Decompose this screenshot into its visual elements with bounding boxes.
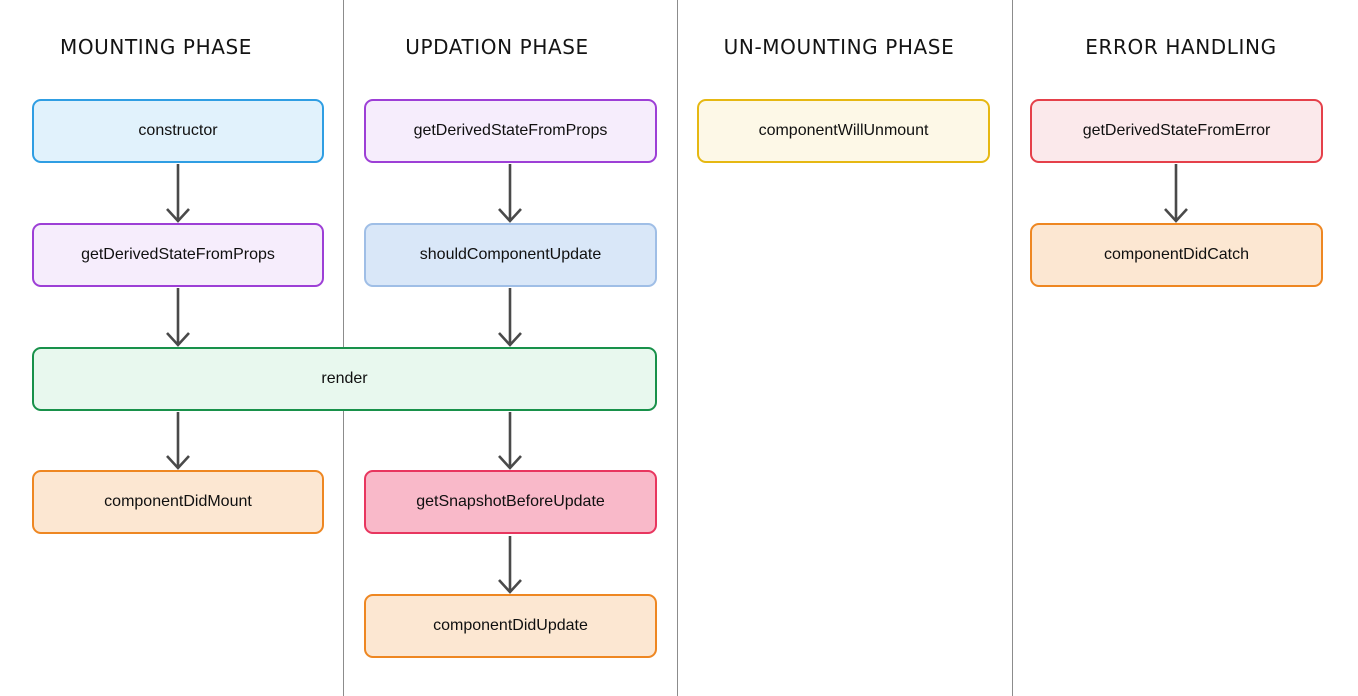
- box-getsnapshotbeforeupdate: getSnapshotBeforeUpdate: [364, 470, 657, 534]
- arrow-getsnapshot-to-componentdidupdate: [498, 536, 522, 594]
- column-title-error: ERROR HANDLING: [1085, 35, 1277, 59]
- box-constructor: constructor: [32, 99, 324, 163]
- box-getderivedstatefromprops-mounting: getDerivedStateFromProps: [32, 223, 324, 287]
- column-title-mounting: MOUNTING PHASE: [59, 35, 253, 59]
- box-getderivedstatefromerror: getDerivedStateFromError: [1030, 99, 1323, 163]
- arrow-shouldcomponentupdate-to-render: [498, 288, 522, 347]
- column-title-updation: UPDATION PHASE: [405, 35, 589, 59]
- box-render: render: [32, 347, 657, 411]
- arrow-render-to-getsnapshotbeforeupdate: [498, 412, 522, 470]
- column-title-unmounting: UN-MOUNTING PHASE: [723, 35, 955, 59]
- arrow-gdsfp-to-shouldcomponentupdate: [498, 164, 522, 223]
- box-componentdidmount: componentDidMount: [32, 470, 324, 534]
- column-divider: [1012, 0, 1013, 696]
- column-divider: [677, 0, 678, 696]
- box-getderivedstatefromprops-updation: getDerivedStateFromProps: [364, 99, 657, 163]
- box-shouldcomponentupdate: shouldComponentUpdate: [364, 223, 657, 287]
- box-componentdidupdate: componentDidUpdate: [364, 594, 657, 658]
- arrow-render-to-componentdidmount: [166, 412, 190, 470]
- box-componentwillunmount: componentWillUnmount: [697, 99, 990, 163]
- box-componentdidcatch: componentDidCatch: [1030, 223, 1323, 287]
- arrow-gdsfp-to-render: [166, 288, 190, 347]
- arrow-gdsfe-to-componentdidcatch: [1164, 164, 1188, 223]
- arrow-constructor-to-gdsfp: [166, 164, 190, 223]
